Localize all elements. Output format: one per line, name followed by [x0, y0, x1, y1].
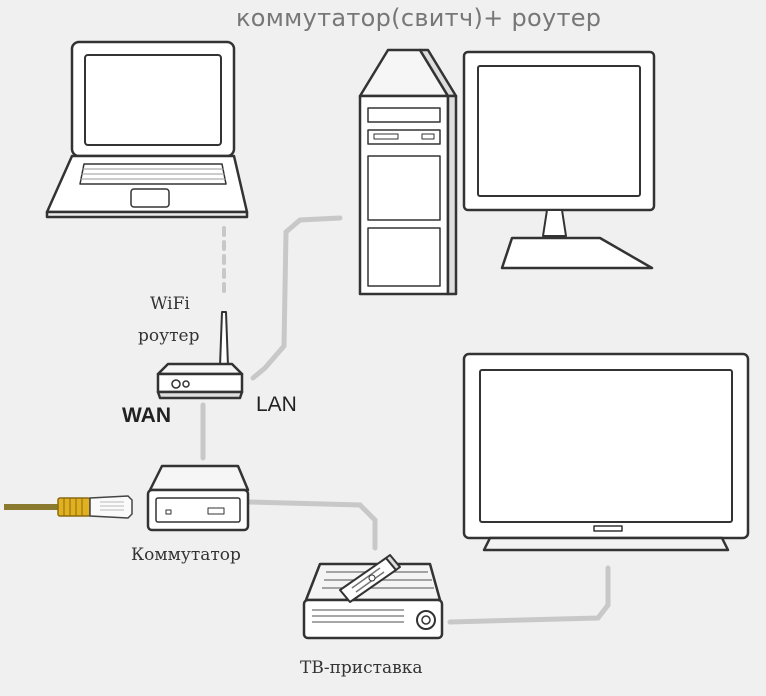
- set-top-box-label: ТВ-приставка: [300, 658, 423, 678]
- tv-icon: [462, 352, 750, 552]
- wifi-router-label-line2: роутер: [138, 326, 200, 346]
- switch-label: Коммутатор: [131, 545, 241, 565]
- cable-stb-to-tv: [447, 565, 611, 625]
- wifi-router-icon: [156, 311, 244, 400]
- remote-control-icon: [339, 554, 401, 603]
- diagram-title: коммутатор(свитч)+ роутер: [236, 4, 602, 32]
- lan-label: LAN: [256, 393, 297, 416]
- laptop-icon: [45, 40, 249, 219]
- wan-label: WAN: [122, 404, 171, 427]
- cable-lan-to-pc: [250, 215, 343, 381]
- switch-icon: [146, 464, 250, 532]
- monitor-icon: [462, 50, 656, 270]
- wifi-router-label-line1: WiFi: [150, 294, 190, 314]
- cable-switch-to-stb: [247, 499, 378, 551]
- ethernet-cable-icon: [4, 495, 133, 519]
- pc-tower-icon: [358, 48, 458, 296]
- connections: [200, 215, 611, 625]
